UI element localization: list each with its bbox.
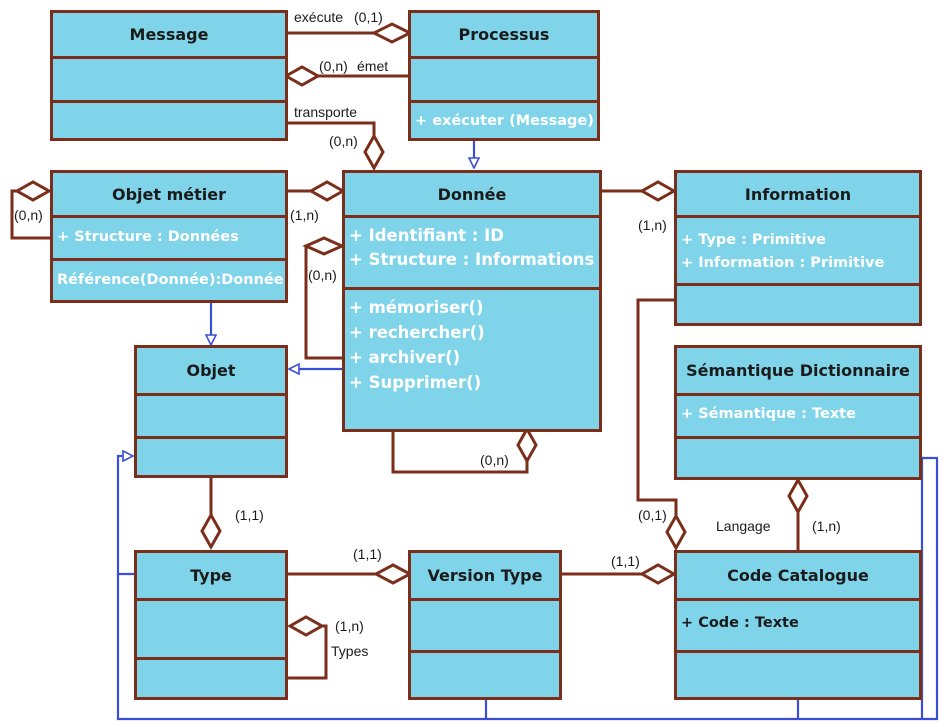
operations-section — [137, 660, 285, 697]
attributes-section — [411, 59, 597, 103]
attribute: + Identifiant : ID — [349, 226, 504, 245]
attributes-section: + Structure : Données — [53, 218, 285, 261]
operations-section — [677, 439, 919, 477]
objet-metier-donnee-diamond — [307, 180, 347, 202]
information-code-line — [636, 298, 678, 516]
operations-section — [53, 103, 285, 138]
objet-type-multiplicity: (1,1) — [235, 507, 264, 523]
emits-multiplicity: (0,n) — [319, 58, 348, 74]
donnee-self-line — [304, 244, 344, 360]
class-objet-metier[interactable]: Objet métier + Structure : Données Référ… — [50, 170, 288, 303]
language-label: Langage — [716, 518, 771, 534]
attributes-section: + Sémantique : Texte — [677, 396, 919, 439]
operation: + archiver() — [349, 348, 461, 367]
attribute: + Type : Primitive — [681, 232, 826, 248]
attributes-section — [53, 59, 285, 103]
types-label: Types — [331, 643, 369, 659]
attribute: + Structure : Informations — [349, 250, 595, 269]
class-message[interactable]: Message — [50, 10, 288, 141]
operation: + exécuter (Message) — [415, 113, 594, 129]
type-version-diamond — [372, 563, 414, 585]
class-information[interactable]: Information + Type : Primitive + Informa… — [674, 170, 922, 326]
operation: + mémoriser() — [349, 298, 484, 317]
objet-metier-self-multiplicity: (0,n) — [14, 207, 43, 223]
operations-section — [677, 286, 919, 323]
objet-type-diamond — [200, 511, 222, 551]
version-code-multiplicity: (1,1) — [611, 553, 640, 569]
semantique-code-diamond — [787, 476, 809, 516]
attributes-section — [411, 601, 559, 653]
operations-section: + mémoriser() + rechercher() + archiver(… — [345, 290, 599, 429]
donnee-bottom-self-line — [391, 430, 529, 474]
operations-section: Référence(Donnée):Donnée — [53, 261, 285, 300]
donnee-bottom-self-multiplicity: (0,n) — [480, 452, 509, 468]
types-multiplicity: (1,n) — [335, 618, 364, 634]
attributes-section — [137, 396, 285, 439]
attributes-section: + Identifiant : ID + Structure : Informa… — [345, 218, 599, 290]
class-version-type[interactable]: Version Type — [408, 550, 562, 700]
operations-section: + exécuter (Message) — [411, 103, 597, 138]
class-name: Version Type — [411, 553, 559, 601]
attribute: + Structure : Données — [57, 229, 239, 245]
language-multiplicity: (1,n) — [812, 518, 841, 534]
executes-label: exécute — [294, 9, 344, 25]
type-self-diamond — [286, 615, 326, 637]
donnee-bottom-diamond — [516, 425, 538, 465]
class-processus[interactable]: Processus + exécuter (Message) — [408, 10, 600, 141]
executes-multiplicity: (0,1) — [354, 9, 383, 25]
transports-label: transporte — [294, 104, 358, 120]
donnee-information-multiplicity: (1,n) — [638, 217, 667, 233]
operations-section — [137, 439, 285, 475]
operations-section — [411, 653, 559, 697]
operation: + rechercher() — [349, 323, 485, 342]
type-version-multiplicity: (1,1) — [353, 546, 382, 562]
objet-metier-donnee-multiplicity: (1,n) — [290, 207, 319, 223]
donnee-information-diamond — [638, 180, 678, 202]
operation: + Supprimer() — [349, 373, 482, 392]
transports-multiplicity: (0,n) — [329, 133, 358, 149]
information-code-diamond — [665, 512, 687, 552]
attribute: + Information : Primitive — [681, 255, 885, 271]
donnee-self-diamond — [302, 236, 346, 256]
emits-label: émet — [357, 58, 389, 74]
class-name: Information — [677, 173, 919, 218]
class-objet[interactable]: Objet — [134, 345, 288, 478]
class-name: Objet — [137, 348, 285, 396]
objet-metier-self-diamond — [13, 180, 53, 202]
type-objet-generalization — [116, 456, 133, 574]
emits-diamond — [282, 65, 322, 87]
transports-diamond — [363, 132, 385, 172]
class-code-catalogue[interactable]: Code Catalogue + Code : Texte — [674, 550, 922, 700]
class-semantique-dictionnaire[interactable]: Sémantique Dictionnaire + Sémantique : T… — [674, 345, 922, 480]
class-donnee[interactable]: Donnée + Identifiant : ID + Structure : … — [342, 170, 602, 432]
class-name: Code Catalogue — [677, 553, 919, 601]
class-name: Donnée — [345, 173, 599, 218]
semantique-frame-line — [920, 456, 939, 721]
class-name: Type — [137, 553, 285, 601]
transports-line — [288, 121, 376, 136]
executes-diamond — [370, 22, 414, 44]
donnee-self-multiplicity: (0,n) — [308, 267, 337, 283]
version-code-diamond — [638, 563, 678, 585]
attribute: + Code : Texte — [681, 615, 799, 631]
class-name: Objet métier — [53, 173, 285, 218]
attributes-section: + Type : Primitive + Information : Primi… — [677, 218, 919, 286]
aggregation-diamonds — [13, 22, 809, 637]
attributes-section — [137, 601, 285, 660]
attributes-section: + Code : Texte — [677, 601, 919, 653]
information-code-multiplicity: (0,1) — [638, 507, 667, 523]
class-name: Processus — [411, 13, 597, 59]
class-type[interactable]: Type — [134, 550, 288, 700]
operation: Référence(Donnée):Donnée — [57, 272, 284, 288]
class-name: Message — [53, 13, 285, 59]
operations-section — [677, 653, 919, 697]
attribute: + Sémantique : Texte — [681, 406, 856, 422]
class-name: Sémantique Dictionnaire — [677, 348, 919, 396]
